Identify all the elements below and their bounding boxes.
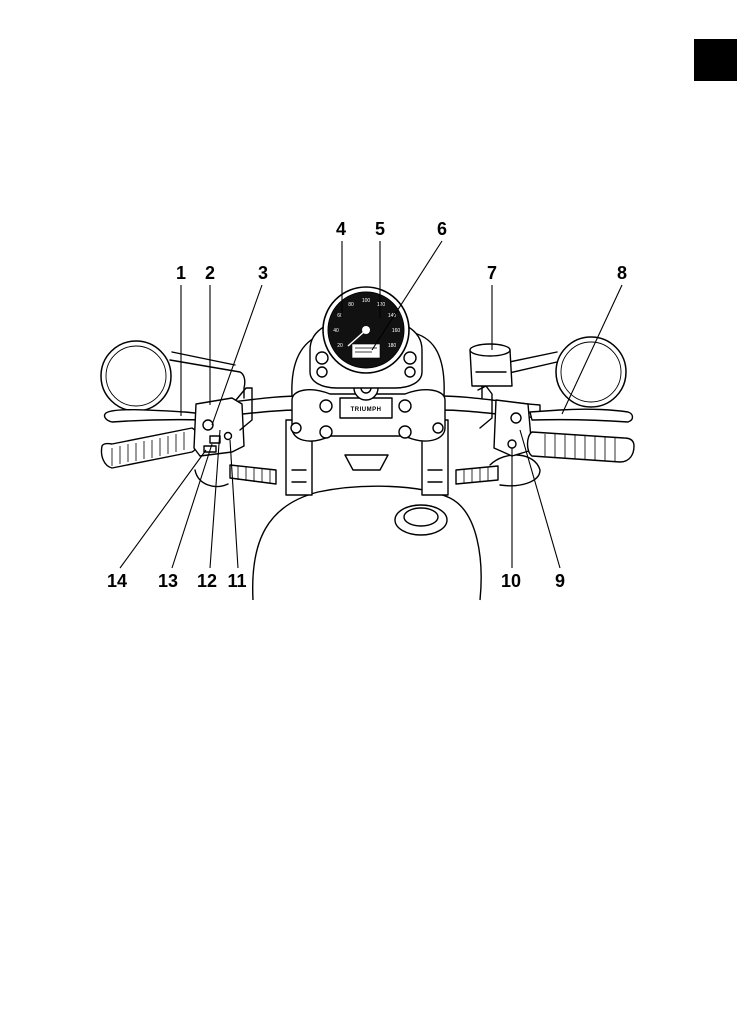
front-brake-reservoir <box>470 344 512 386</box>
speedo-tick-label: 180 <box>388 343 397 349</box>
fuel-filler-cap <box>395 505 447 535</box>
callout-6: 6 <box>437 219 447 239</box>
callout-14: 14 <box>107 571 127 591</box>
speedo-lcd <box>352 344 380 358</box>
speedo-tick-label: 20 <box>337 343 343 349</box>
brand-mark: TRIUMPH <box>351 407 382 413</box>
callout-2: 2 <box>205 263 215 283</box>
pass-button <box>225 433 232 440</box>
fuel-tank <box>253 486 481 600</box>
callout-10: 10 <box>501 571 521 591</box>
callout-1: 1 <box>176 263 186 283</box>
right-grip <box>528 432 635 462</box>
speedo-tick-label: 120 <box>377 302 386 308</box>
warning-light-left-upper <box>316 352 328 364</box>
left-switch-cube <box>194 388 252 456</box>
callout-12: 12 <box>197 571 217 591</box>
callout-7: 7 <box>487 263 497 283</box>
speedo-tick-label: 80 <box>348 302 354 308</box>
leader-line-11 <box>230 440 238 568</box>
callout-3: 3 <box>258 263 268 283</box>
warning-light-left-lower <box>317 367 327 377</box>
leader-line-14 <box>120 450 206 568</box>
callout-8: 8 <box>617 263 627 283</box>
horn-button <box>210 436 220 443</box>
callout-5: 5 <box>375 219 385 239</box>
left-grip <box>101 428 198 468</box>
callout-9: 9 <box>555 571 565 591</box>
speedo-tick-label: 160 <box>392 328 401 334</box>
warning-light-right-lower <box>405 367 415 377</box>
headlight-dip-switch <box>203 420 213 430</box>
callout-4: 4 <box>336 219 346 239</box>
brake-lever <box>530 409 633 422</box>
clutch-lever <box>105 410 205 422</box>
speedo-tick-label: 100 <box>362 298 371 304</box>
leader-line-13 <box>172 444 212 568</box>
callout-13: 13 <box>158 571 178 591</box>
callout-11: 11 <box>227 571 246 591</box>
engine-stop-switch <box>511 413 521 423</box>
right-switch-cube <box>478 386 532 456</box>
warning-light-right-upper <box>404 352 416 364</box>
speedo-tick-label: 40 <box>333 328 339 334</box>
starter-button <box>508 440 516 448</box>
